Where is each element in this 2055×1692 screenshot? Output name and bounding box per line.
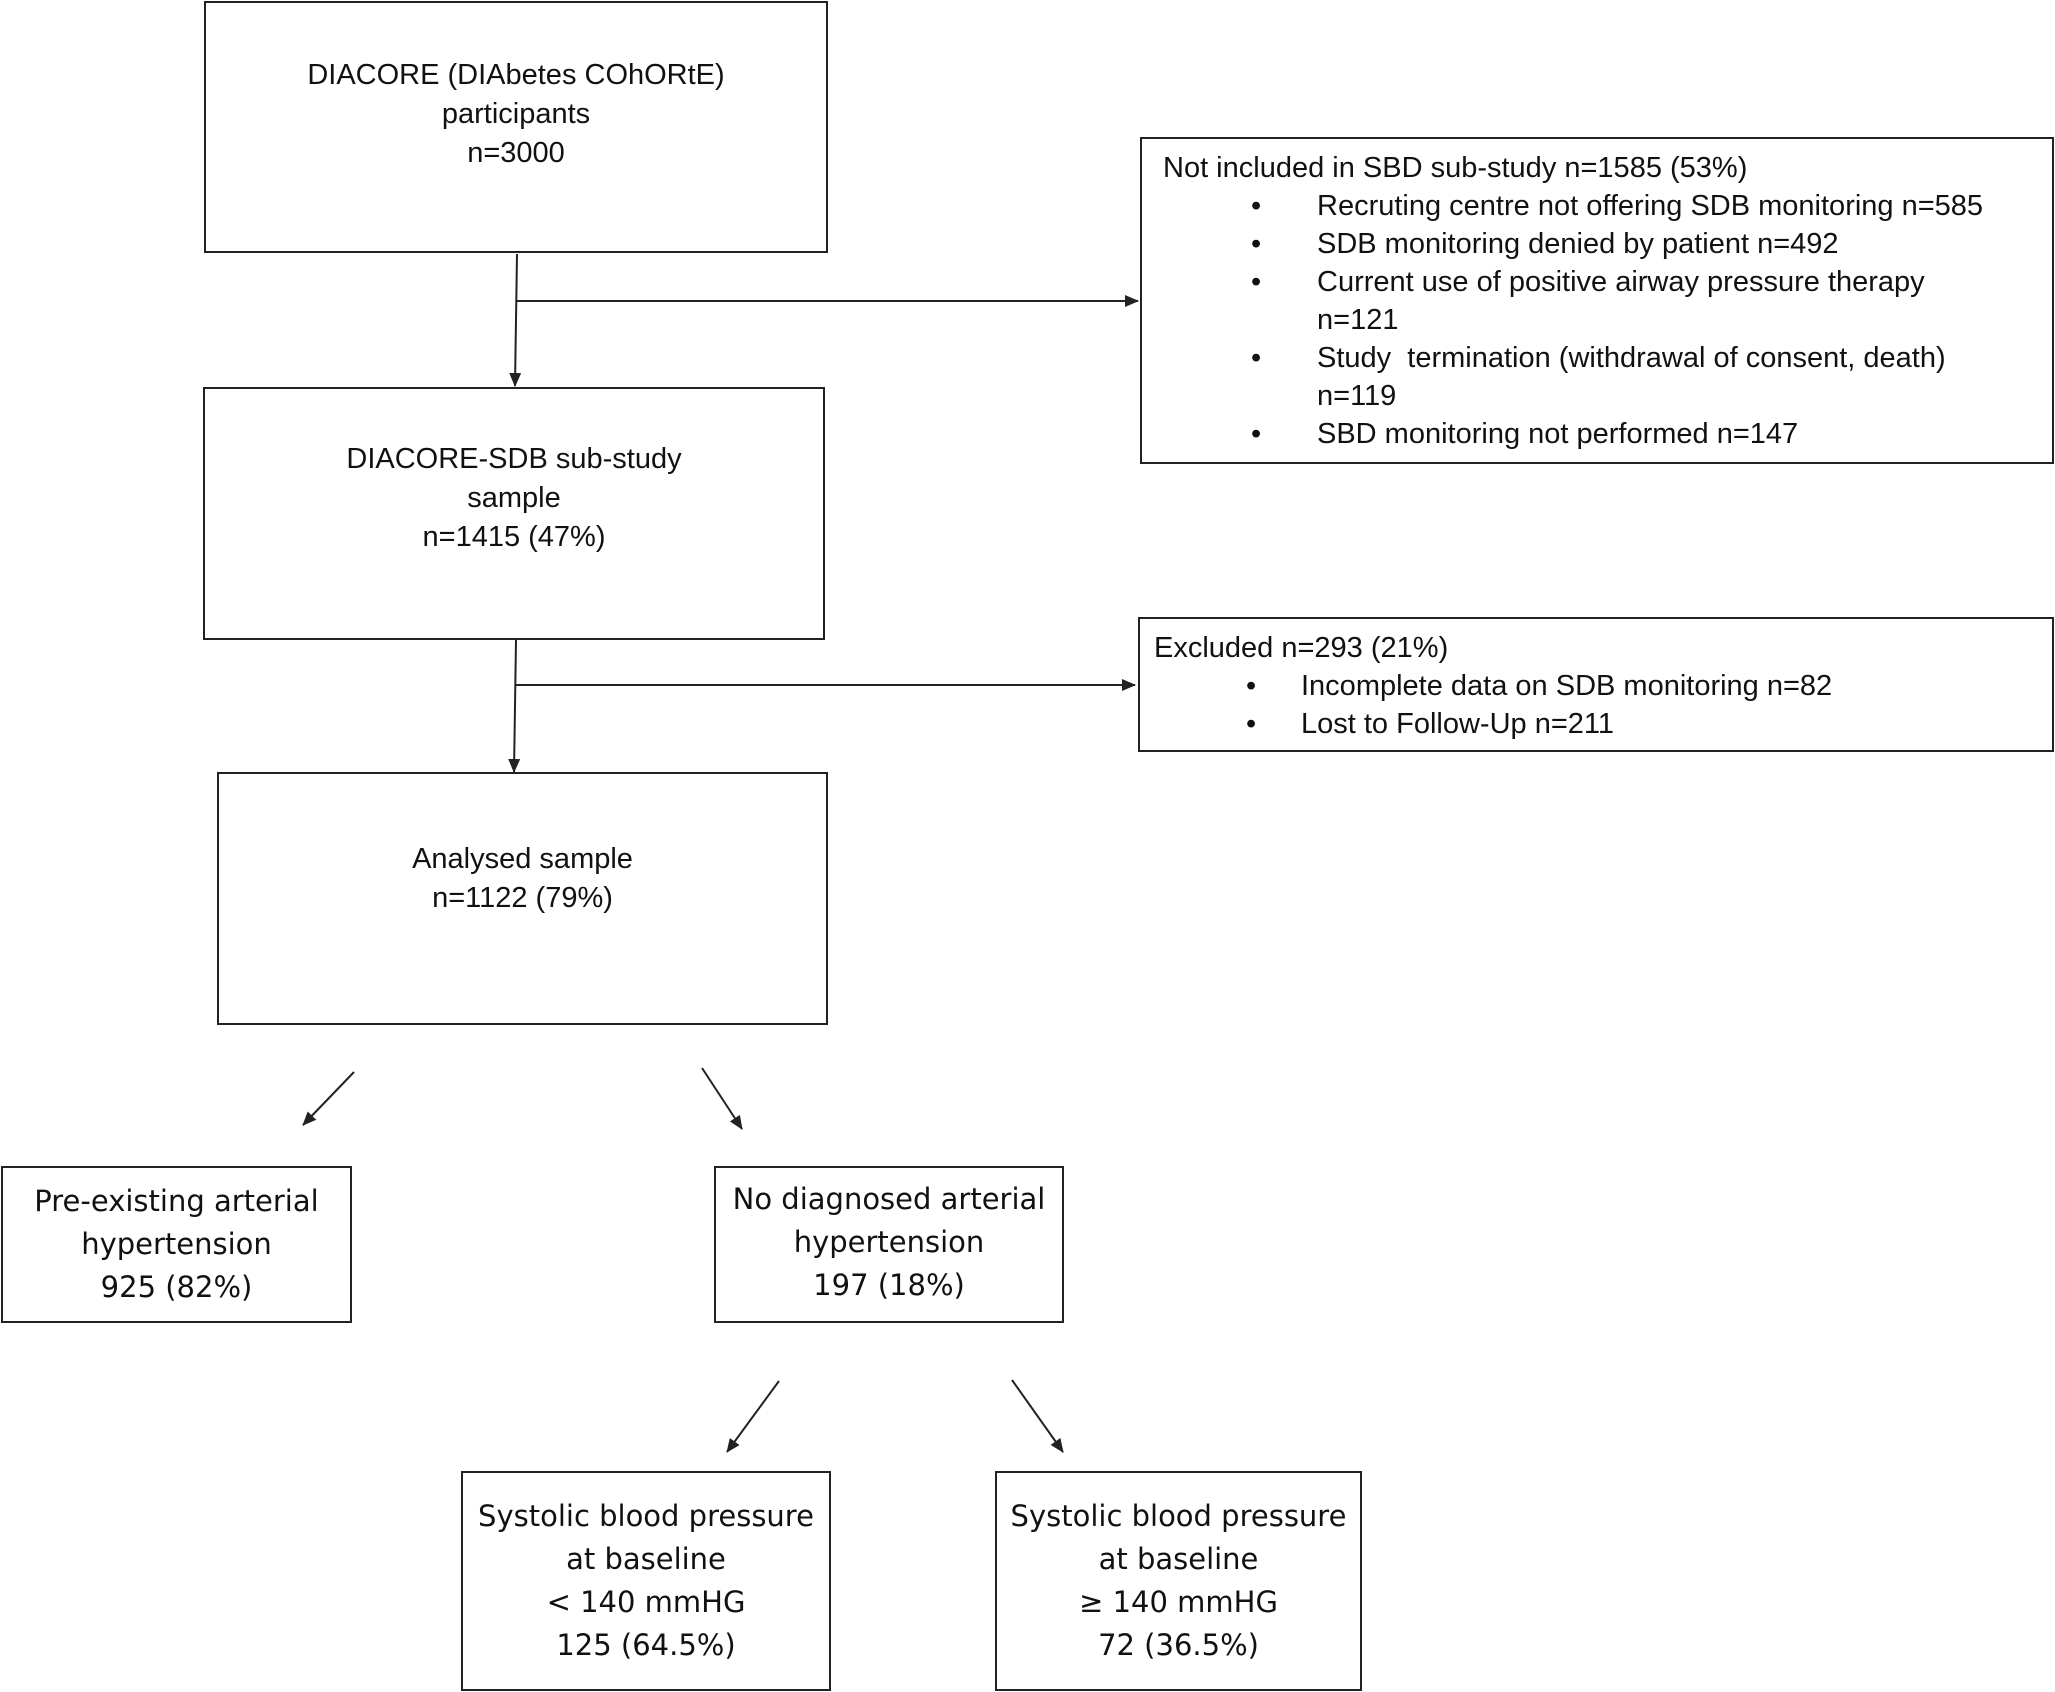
sbp-at-least-140-box: Systolic blood pressure at baseline ≥ 14… (995, 1471, 1362, 1691)
bullet: • (1246, 708, 1257, 740)
sbp-below-140-box: Systolic blood pressure at baseline < 14… (461, 1471, 831, 1691)
arrow-to-sbp-low (726, 1380, 780, 1453)
excluded-list: • Incomplete data on SDB monitoring n=82… (1154, 667, 2052, 743)
analysed-line-1: Analysed sample (412, 842, 633, 875)
item-text: Study termination (withdrawal of consent… (1317, 342, 1946, 374)
item-text: Current use of positive airway pressure … (1317, 266, 1925, 298)
not-included-list: • Recruting centre not offering SDB moni… (1163, 187, 2052, 453)
preexisting-line-2: hypertension (81, 1227, 272, 1261)
sbp-high-line-4: 72 (36.5%) (1098, 1628, 1259, 1662)
preexisting-hypertension-box: Pre-existing arterial hypertension 925 (… (1, 1166, 352, 1323)
sbp-low-line-4: 125 (64.5%) (556, 1628, 736, 1662)
analysed-sample-box: Analysed sample n=1122 (79%) (217, 772, 828, 1025)
item-text: Lost to Follow-Up n=211 (1301, 708, 1614, 740)
bullet: • (1251, 228, 1262, 260)
bullet: • (1246, 670, 1257, 702)
diacore-line-1: DIACORE (DIAbetes COhORtE) (307, 58, 725, 91)
arrow-to-preexisting (302, 1071, 355, 1126)
substudy-sample-box: DIACORE-SDB sub-study sample n=1415 (47%… (203, 387, 825, 640)
no-diagnosed-line-2: hypertension (793, 1225, 985, 1259)
substudy-line-3: n=1415 (47%) (422, 521, 606, 553)
no-diagnosed-line-1: No diagnosed arterial (732, 1182, 1046, 1216)
arrow-to-no-diagnosed (701, 1067, 743, 1130)
arrow-substudy-to-analysed (508, 639, 521, 773)
sbp-high-line-3: ≥ 140 mmHG (1079, 1585, 1278, 1619)
arrow-to-sbp-high (1011, 1379, 1064, 1453)
diacore-line-3: n=3000 (467, 136, 565, 169)
item-text: SDB monitoring denied by patient n=492 (1317, 228, 1839, 260)
preexisting-line-3: 925 (82%) (100, 1270, 253, 1304)
no-diagnosed-hypertension-box: No diagnosed arterial hypertension 197 (… (714, 1166, 1064, 1323)
diacore-line-2: participants (441, 97, 591, 130)
excluded-item: • Lost to Follow-Up n=211 (1154, 705, 2052, 743)
bullet: • (1251, 266, 1262, 298)
sbp-low-line-1: Systolic blood pressure (478, 1499, 814, 1533)
substudy-line-2: sample (467, 482, 561, 514)
excluded-title: Excluded n=293 (21%) (1154, 632, 1449, 664)
not-included-item: • Study termination (withdrawal of conse… (1163, 339, 2052, 415)
sbp-low-line-3: < 140 mmHG (546, 1585, 746, 1619)
excluded-box: Excluded n=293 (21%) • Incomplete data o… (1138, 617, 2054, 752)
not-included-title: Not included in SBD sub-study n=1585 (53… (1163, 152, 1748, 184)
not-included-box: Not included in SBD sub-study n=1585 (53… (1140, 137, 2054, 464)
bullet: • (1251, 190, 1262, 222)
not-included-item: • Current use of positive airway pressur… (1163, 263, 2052, 339)
sbp-high-line-2: at baseline (1098, 1542, 1259, 1576)
analysed-line-2: n=1122 (79%) (432, 881, 613, 914)
item-text: Incomplete data on SDB monitoring n=82 (1301, 670, 1833, 702)
not-included-item: • Recruting centre not offering SDB moni… (1163, 187, 2052, 225)
item-text: SBD monitoring not performed n=147 (1317, 418, 1799, 450)
sbp-low-line-2: at baseline (566, 1542, 726, 1576)
arrow-diacore-to-substudy (509, 253, 522, 387)
not-included-item: • SDB monitoring denied by patient n=492 (1163, 225, 2052, 263)
item-text-cont: n=121 (1317, 304, 1399, 336)
no-diagnosed-line-3: 197 (18%) (813, 1268, 965, 1302)
preexisting-line-1: Pre-existing arterial (34, 1184, 319, 1218)
item-text: Recruting centre not offering SDB monito… (1317, 190, 1984, 222)
not-included-item: • SBD monitoring not performed n=147 (1163, 415, 2052, 453)
item-text-cont: n=119 (1317, 380, 1397, 412)
substudy-line-1: DIACORE-SDB sub-study (346, 443, 682, 475)
sbp-high-line-1: Systolic blood pressure (1010, 1499, 1347, 1533)
bullet: • (1251, 342, 1262, 374)
diacore-participants-box: DIACORE (DIAbetes COhORtE) participants … (204, 1, 828, 253)
bullet: • (1251, 418, 1262, 450)
excluded-item: • Incomplete data on SDB monitoring n=82 (1154, 667, 2052, 705)
